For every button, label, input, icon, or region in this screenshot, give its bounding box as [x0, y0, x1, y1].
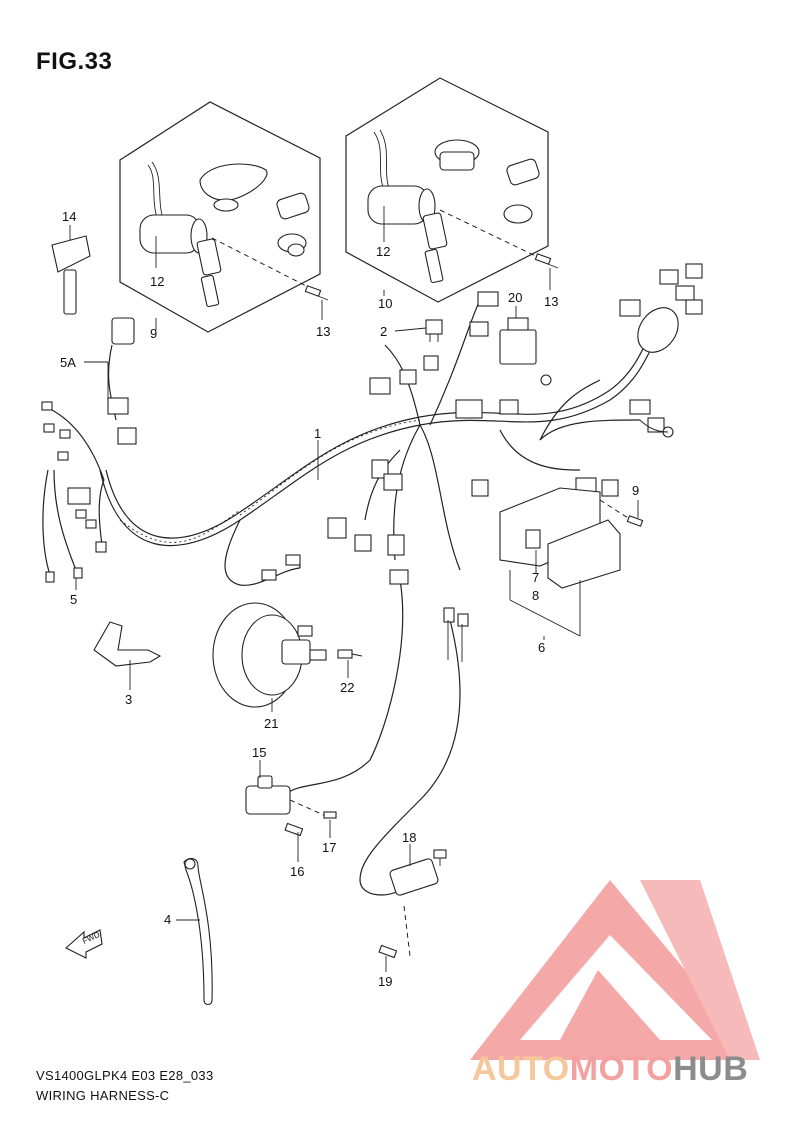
- horn-21: [212, 602, 327, 708]
- callout-11: 10: [378, 296, 392, 311]
- callout-19: 19: [378, 974, 392, 989]
- sensor-18: [378, 849, 447, 959]
- callout-17: 17: [322, 840, 336, 855]
- key-14: [51, 235, 91, 315]
- screw-13-a: [304, 285, 329, 301]
- callout-5a: 5A: [60, 355, 76, 370]
- relay-20: [499, 317, 537, 365]
- figure-title: FIG.33: [36, 48, 113, 75]
- callout-13-b: 13: [544, 294, 558, 309]
- bolt-22: [337, 649, 363, 659]
- callout-15: 15: [252, 745, 266, 760]
- kit-10-box: [119, 101, 321, 333]
- callout-21: 21: [264, 716, 278, 731]
- screw-13-b: [534, 253, 559, 269]
- callout-3: 3: [125, 692, 132, 707]
- model-code: VS1400GLPK4 E03 E28_033: [36, 1068, 214, 1083]
- callout-12-b: 12: [376, 244, 390, 259]
- clamp-3: [93, 621, 162, 667]
- lead-wire-5: [41, 317, 137, 583]
- figure-caption: WIRING HARNESS-C: [36, 1088, 170, 1103]
- watermark-hub: HUB: [673, 1050, 749, 1088]
- regulator-6: [499, 487, 621, 637]
- callout-14: 14: [62, 209, 76, 224]
- callout-labels: 14 12 9 12 10 13 13 2 20 5A 1 5 3 21 22 …: [60, 209, 639, 989]
- callout-2: 2: [380, 324, 387, 339]
- switch-leads: [284, 569, 469, 896]
- callout-9: 9: [632, 483, 639, 498]
- callout-20: 20: [508, 290, 522, 305]
- callout-5: 5: [70, 592, 77, 607]
- callout-12-a: 12: [150, 274, 164, 289]
- callout-22: 22: [340, 680, 354, 695]
- cable-tie-4: [183, 857, 213, 1006]
- callout-1: 1: [314, 426, 321, 441]
- callout-8: 8: [532, 588, 539, 603]
- callout-4: 4: [164, 912, 171, 927]
- switch-15: [245, 775, 337, 837]
- callout-16: 16: [290, 864, 304, 879]
- fuse-2: [425, 319, 443, 342]
- watermark-moto: MOTO: [569, 1050, 674, 1088]
- kit-11-box: [345, 77, 549, 303]
- screw-9: [599, 499, 644, 527]
- watermark-text: AUTOMOTOHUB: [472, 1050, 748, 1089]
- fwd-arrow-icon: FWD: [65, 929, 103, 959]
- callout-10: 9: [150, 326, 157, 341]
- watermark-auto: AUTO: [472, 1050, 570, 1088]
- callout-13-a: 13: [316, 324, 330, 339]
- callout-18: 18: [402, 830, 416, 845]
- callout-6: 6: [538, 640, 545, 655]
- watermark-logo: [470, 880, 760, 1060]
- callout-7: 7: [532, 570, 539, 585]
- main-harness-1: [99, 263, 703, 586]
- leader-lines: [69, 206, 639, 972]
